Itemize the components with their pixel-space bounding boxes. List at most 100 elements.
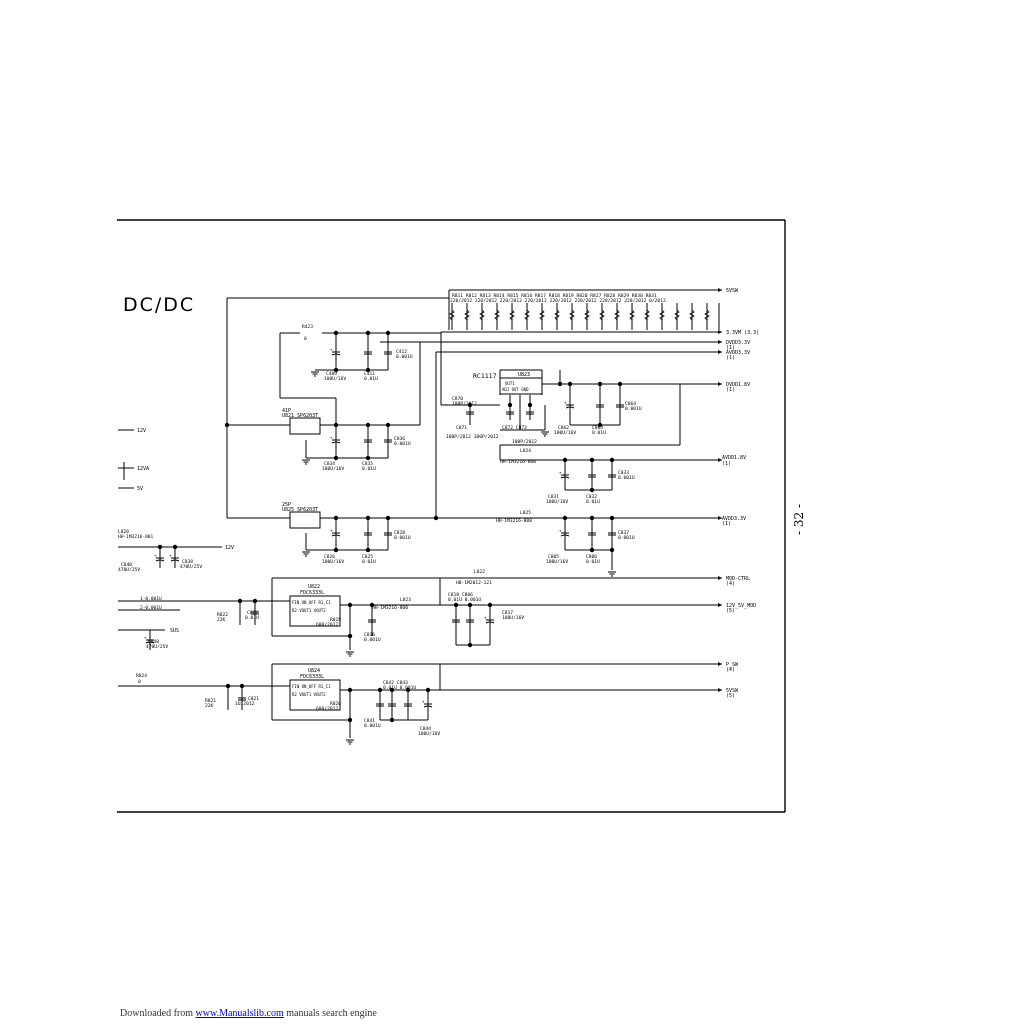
c822-label: C822 [247,610,258,616]
left-inputs [118,429,222,650]
net-12v5v-mod-ref: (5) [726,608,735,614]
net-dvdd33: DVDD3.3V [726,340,750,346]
c871-label: C871 [456,425,467,431]
c862-label: C862 [558,425,569,431]
c872-val: 100P/2012 [512,439,537,445]
resistor-array-zigzags [449,309,710,321]
regulator-u825: 25P U825 SP6203T [282,502,321,529]
r822-val: 22K [217,617,226,623]
footer-link[interactable]: www.Manualslib.com [195,1008,284,1019]
c864-label: C864 [625,401,636,407]
c838-val: 470U/25V [180,564,202,570]
c832-label: C832 [586,494,597,500]
l823-label: L823 [400,597,411,603]
c844-label: C844 [420,726,431,732]
c816-val: 0.001U [364,637,381,643]
r822-label: R822 [217,612,228,618]
c832-val: 0.01U [586,499,600,505]
capacitor-symbols [143,346,625,708]
resistor-array: R811 R812 R813 R814 R815 R816 R817 R818 … [448,289,722,330]
u821-ref: 41P [282,408,291,414]
c805-label: C805 [548,554,559,560]
c828-val: 0.001U [394,535,411,541]
u822-pins-left: FIN ON_OFF R1_C1 [292,600,331,605]
r821-val: 22K [205,703,214,709]
net-avdd33-bottom: AVDD3.3V [722,516,746,522]
net-dvdd33-ref: (1) [726,345,735,351]
c409-val: 100U/16V [324,376,346,382]
net-avdd18: AVDD1.8V [722,455,746,461]
c838-label: C838 [182,559,193,565]
c842-label: C842 C843 [383,680,408,686]
l822-label: L822 [474,569,485,575]
mod-section-wires [118,577,491,738]
net-3v3m: 3.3VM (3.3) [726,330,759,336]
net-p-sw: P_SW [726,662,739,668]
l823-val: HH-1M3216-800 [372,605,408,611]
c411-label: C411 [364,371,375,377]
c837-label: C837 [618,530,629,536]
switch-u822: U822 FDC6333L FIN ON_OFF R1_C1 R2 VOUT1 … [289,584,341,627]
sheet-border [117,219,786,813]
u825-name: U825 SP6203T [282,507,318,513]
u824-pins-left: FIN ON_OFF R1_C1 [292,684,331,689]
u821-name: U821 SP6203T [282,413,318,419]
r824-val: 0 [138,679,141,685]
c817-label: C817 [502,610,513,616]
l825-label: L825 [520,510,531,516]
c863-val: 0.01U [592,430,606,436]
c837-val: 0.001U [618,535,635,541]
input-12v-b: 12V [225,545,234,551]
c835-val: 0.01U [362,466,376,472]
component-labels: R423 0 C409 100U/16V C411 0.01U C412 0.0… [118,324,642,737]
c844-val: 100U/16V [418,731,440,737]
net-dvdd18-ref: (1) [726,387,735,393]
c834-val: 100U/16V [322,466,344,472]
c806-label: C806 [586,554,597,560]
input-5v: 5V [137,486,143,492]
c831-val: 100U/16V [546,499,568,505]
c831-label: C831 [548,494,559,500]
c805-val: 100U/16V [546,559,568,565]
net-avdd33-top: AVDD3.3V [726,350,750,356]
u823-name: RC1117 [473,372,497,380]
c412-label: C412 [396,349,407,355]
resistor-array-values: 220/2012 220/2012 220/2012 220/2012 220/… [450,298,666,304]
c841-val: 0.001U [364,723,381,729]
c870-val: 100P/2012 [452,401,477,407]
c872-label: C872 C873 [502,425,527,431]
c862-val: 100U/16V [554,430,576,436]
c833-label: C833 [618,470,629,476]
c836-val: 0.001U [394,441,411,447]
regulator-u821: 41P U821 SP6203T [282,408,321,435]
c840-val: 470U/25V [118,567,140,573]
u823-out: OUT1 [505,381,515,386]
r819-label: R819 [330,617,341,623]
u823-pins: ADJ OUT GND [502,387,529,392]
c841-label: C841 [364,718,375,724]
resistor-array-refs: R811 R812 R813 R814 R815 R816 R817 R818 … [452,293,657,299]
c840-label: C840 [121,562,132,568]
u823-ref: U823 [518,372,530,378]
switch-u824: U824 FDC6333L FIN ON_OFF R1_C1 R2 VOUT1 … [289,668,341,711]
net-p-sw-ref: (4) [726,667,735,673]
c821-val: 1U/2012 [235,701,255,707]
c817-val: 100U/16V [502,615,524,621]
r820-val: 680/2012 [316,706,338,712]
c833-val: 0.001U [618,475,635,481]
c412-val: 0.001U [396,354,413,360]
net-5vsw-bottom-ref: (5) [726,693,735,699]
net-avdd33-bottom-ref: (1) [722,521,731,527]
r423-label: R423 [302,324,313,330]
net-avdd18-ref: (1) [722,461,731,467]
c826-val: 100U/16V [322,559,344,565]
c828-label: C828 [394,530,405,536]
c826-label: C826 [324,554,335,560]
footer-prefix: Downloaded from [120,1008,194,1019]
l824-val: HH-1M3216-800 [500,459,536,465]
footer-suffix: manuals search engine [286,1008,377,1019]
resistor-array-ticks [451,303,720,330]
u822-pins-right: R2 VOUT1 VOUT2 [292,608,326,613]
c825-val: 0.01U [362,559,376,565]
l825-val: HH-1M3216-800 [496,518,532,524]
